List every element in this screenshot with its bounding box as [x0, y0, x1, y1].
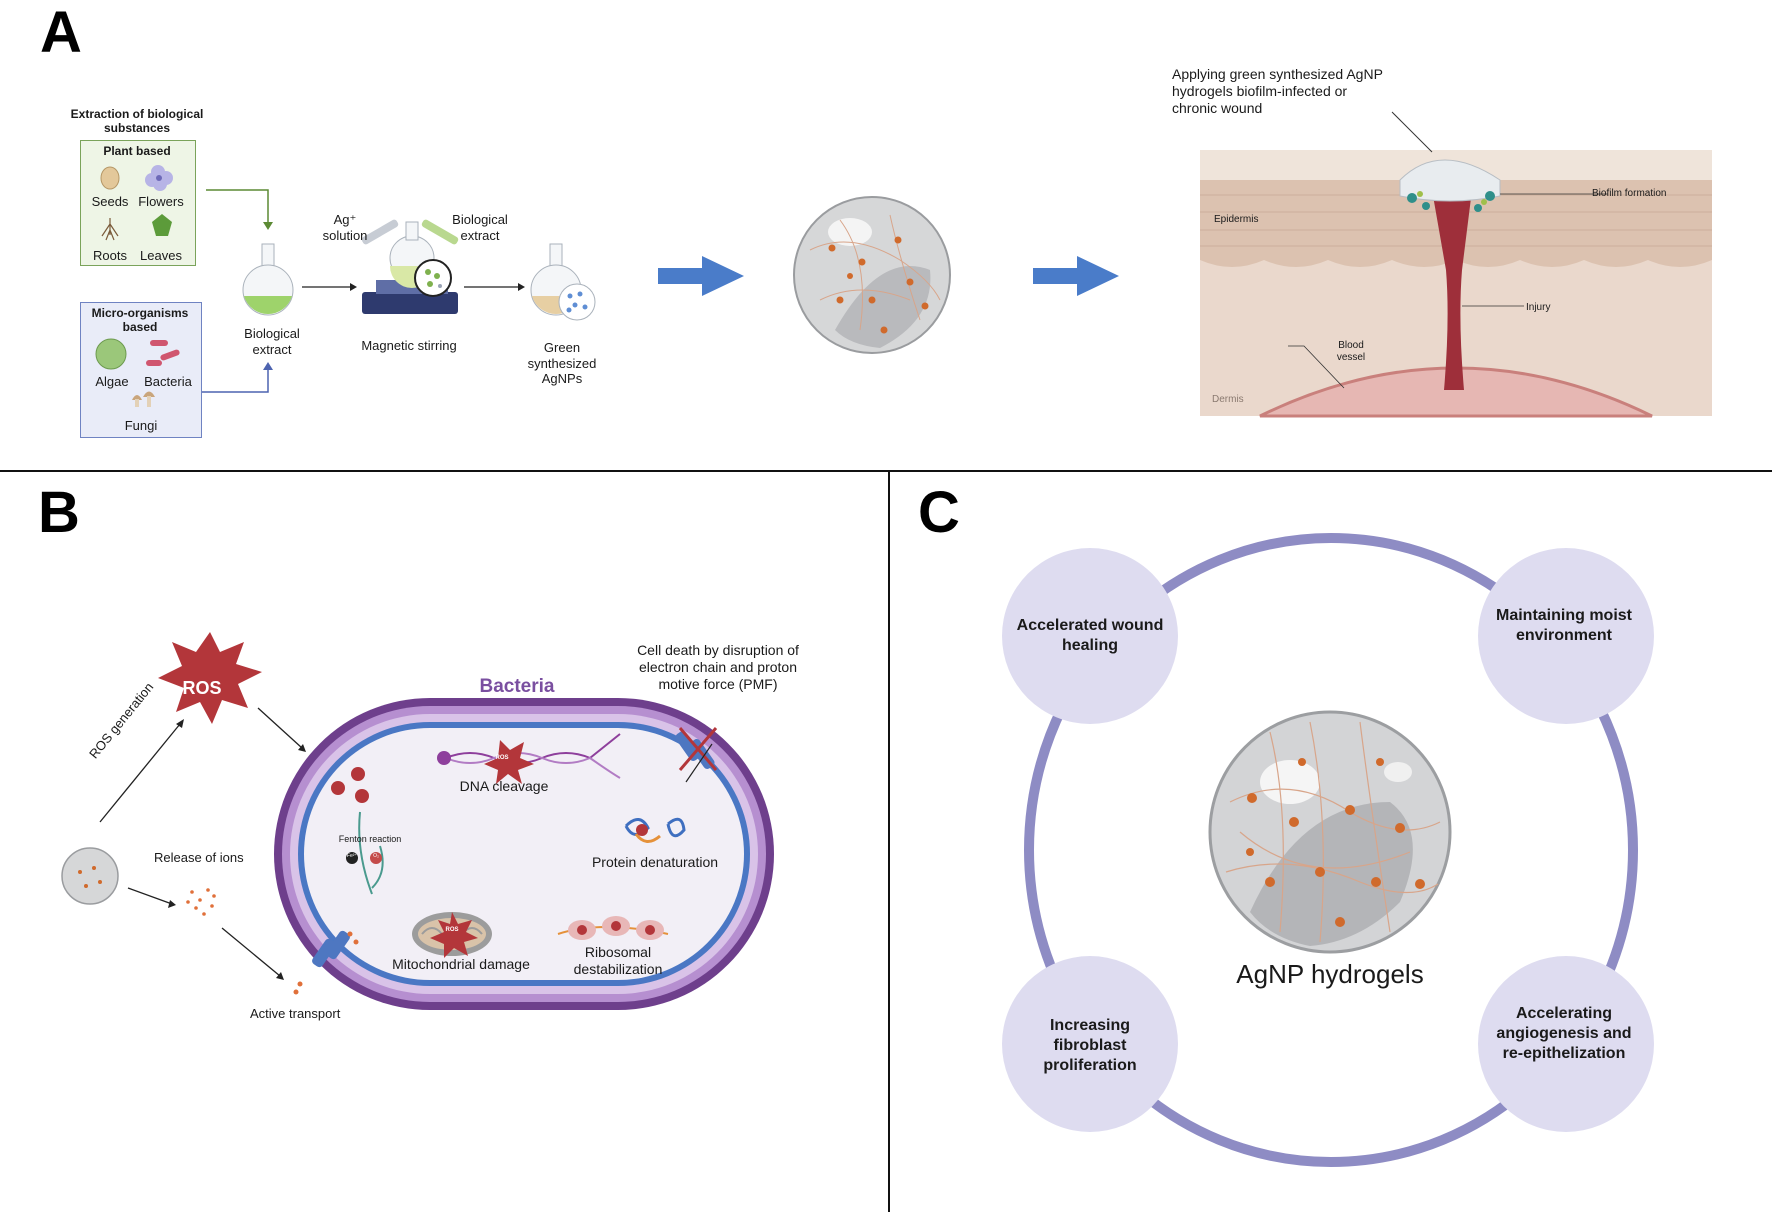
mito-damage-label: Mitochondrial damage — [392, 956, 530, 972]
green-agnps-label: Green synthesized AgNPs — [527, 340, 597, 387]
bacteria-icon — [146, 340, 180, 366]
flask-icon — [242, 243, 294, 316]
o2-icon — [370, 852, 382, 864]
vertical-divider — [888, 472, 890, 1212]
protein-denaturation-label: Protein denaturation — [591, 854, 719, 870]
dna-ros-label: ROS — [495, 755, 509, 761]
agnp-hydrogel-sphere — [1208, 710, 1452, 954]
dna-icon — [437, 733, 621, 779]
wound-caption: Applying green synthesized AgNP hydrogel… — [1172, 66, 1383, 116]
inner-ros-icon — [331, 767, 369, 803]
big-arrow-2 — [1033, 256, 1119, 296]
benefit-circle-4 — [1478, 956, 1654, 1132]
biological-extract-label-2: Biological extract — [452, 212, 508, 243]
benefit-circle-1 — [1002, 548, 1178, 724]
fungi-icon — [132, 391, 155, 407]
fe-ion-icon — [346, 852, 358, 864]
release-of-ions-label: Release of ions — [154, 850, 244, 865]
panel-c-letter: C — [918, 480, 960, 545]
extraction-title: Extraction of biological substances — [70, 107, 204, 136]
cell-death-label: Cell death by disruption of electron cha… — [637, 642, 799, 692]
plant-box-title: Plant based — [103, 144, 171, 158]
horizontal-divider — [0, 470, 1772, 472]
big-arrow-1 — [658, 256, 744, 296]
injury-label: Injury — [1526, 302, 1551, 313]
panel-a-letter: A — [40, 0, 82, 65]
hydrogel-sphere — [793, 196, 951, 354]
ros-star-icon — [158, 632, 262, 724]
fe-label: Fe²⁺ — [346, 853, 358, 859]
agnp-small-sphere — [61, 847, 119, 905]
flower-icon — [145, 165, 173, 191]
magnetic-stirrer-icon — [361, 219, 459, 314]
micro-box-title: Micro-organisms based — [91, 306, 189, 335]
benefit-3-label: Increasing fibroblast proliferation — [1043, 1017, 1137, 1074]
biofilm-label: Biofilm formation — [1592, 188, 1667, 199]
dermis-label: Dermis — [1212, 394, 1244, 405]
biological-extract-label: Biological extract — [244, 326, 300, 357]
dna-cleavage-label: DNA cleavage — [459, 778, 549, 794]
panel-c-diagram — [1002, 533, 1654, 1167]
magnetic-stirring-label: Magnetic stirring — [361, 338, 457, 353]
micro-item-fungi: Fungi — [124, 418, 158, 433]
skin-illustration — [1200, 150, 1712, 418]
center-label: AgNP hydrogels — [1236, 959, 1424, 989]
outer-ring — [1024, 533, 1638, 1167]
blood-vessel-label: Blood vessel — [1336, 340, 1366, 363]
active-transport-label: Active transport — [250, 1006, 341, 1021]
protein-icon — [624, 817, 686, 843]
micro-item-bacteria: Bacteria — [144, 374, 192, 389]
ions-icon — [186, 888, 216, 916]
ag-solution-label: Ag⁺ solution — [322, 212, 368, 243]
panel-b-diagram — [61, 632, 774, 1010]
epidermis-label: Epidermis — [1214, 214, 1259, 225]
wound-callout — [1391, 111, 1433, 153]
bacteria-label: Bacteria — [479, 676, 555, 697]
plant-item-flowers: Flowers — [138, 194, 184, 209]
benefit-circle-2 — [1478, 548, 1654, 724]
algae-icon — [95, 338, 127, 370]
leaf-icon — [152, 214, 172, 236]
micro-icons — [95, 338, 180, 407]
panel-a-flow — [202, 189, 1119, 393]
fenton-label: Fenton reaction — [338, 834, 402, 844]
pmf-channel-icon — [675, 727, 718, 783]
plant-item-roots: Roots — [93, 248, 127, 263]
panel-b-letter: B — [38, 480, 80, 545]
micro-item-algae: Algae — [95, 374, 129, 389]
seed-icon — [100, 166, 120, 190]
mitochondria-icon — [412, 912, 492, 958]
ribosome-icon — [557, 916, 669, 940]
ros-label: ROS — [182, 678, 222, 698]
plant-item-seeds: Seeds — [91, 194, 129, 209]
benefit-2-label: Maintaining moist environment — [1496, 607, 1632, 644]
benefit-1-label: Accelerated wound healing — [1016, 617, 1164, 654]
benefit-4-label: Accelerating angiogenesis and re-epithel… — [1496, 1005, 1632, 1062]
channel-protein-icon — [312, 930, 350, 968]
plant-item-leaves: Leaves — [140, 248, 182, 263]
benefit-circle-3 — [1002, 956, 1178, 1132]
plant-icons — [100, 165, 173, 241]
agnp-flask-icon — [530, 243, 596, 321]
ribosomal-label: Ribosomal destabilization — [573, 944, 663, 977]
o2-label: O₂ — [373, 853, 379, 859]
plant-based-box — [80, 140, 196, 266]
mito-ros-label: ROS — [445, 927, 459, 933]
roots-icon — [101, 218, 119, 241]
micro-organisms-box — [80, 302, 202, 438]
